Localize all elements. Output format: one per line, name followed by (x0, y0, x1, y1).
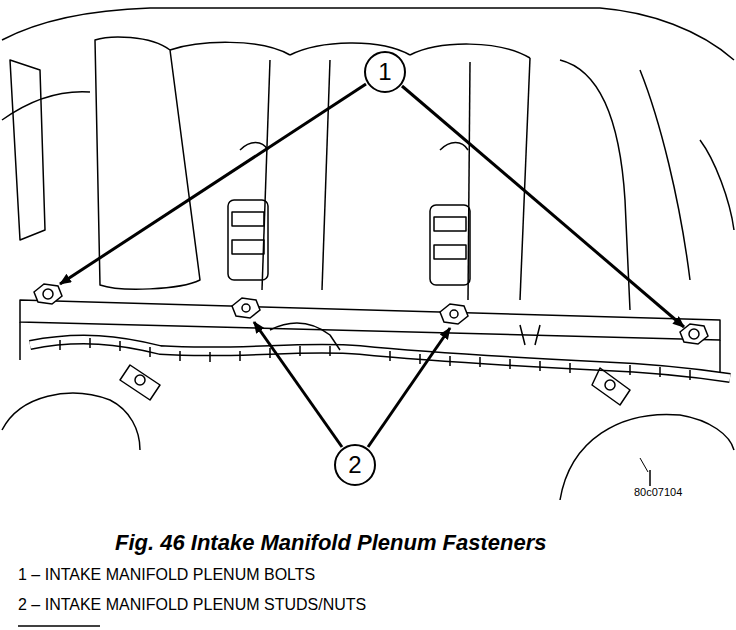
callout-number: 1 (378, 60, 391, 84)
callout-number: 2 (348, 453, 361, 477)
legend-line: 2 – INTAKE MANIFOLD PLENUM STUDS/NUTS (18, 596, 366, 614)
figure-caption: Fig. 46 Intake Manifold Plenum Fasteners (115, 530, 547, 556)
legend-line: 1 – INTAKE MANIFOLD PLENUM BOLTS (18, 566, 315, 584)
callout-circle: 2 (334, 444, 376, 486)
figure-code: 80c07104 (632, 486, 684, 498)
callout-circle: 1 (364, 51, 406, 93)
